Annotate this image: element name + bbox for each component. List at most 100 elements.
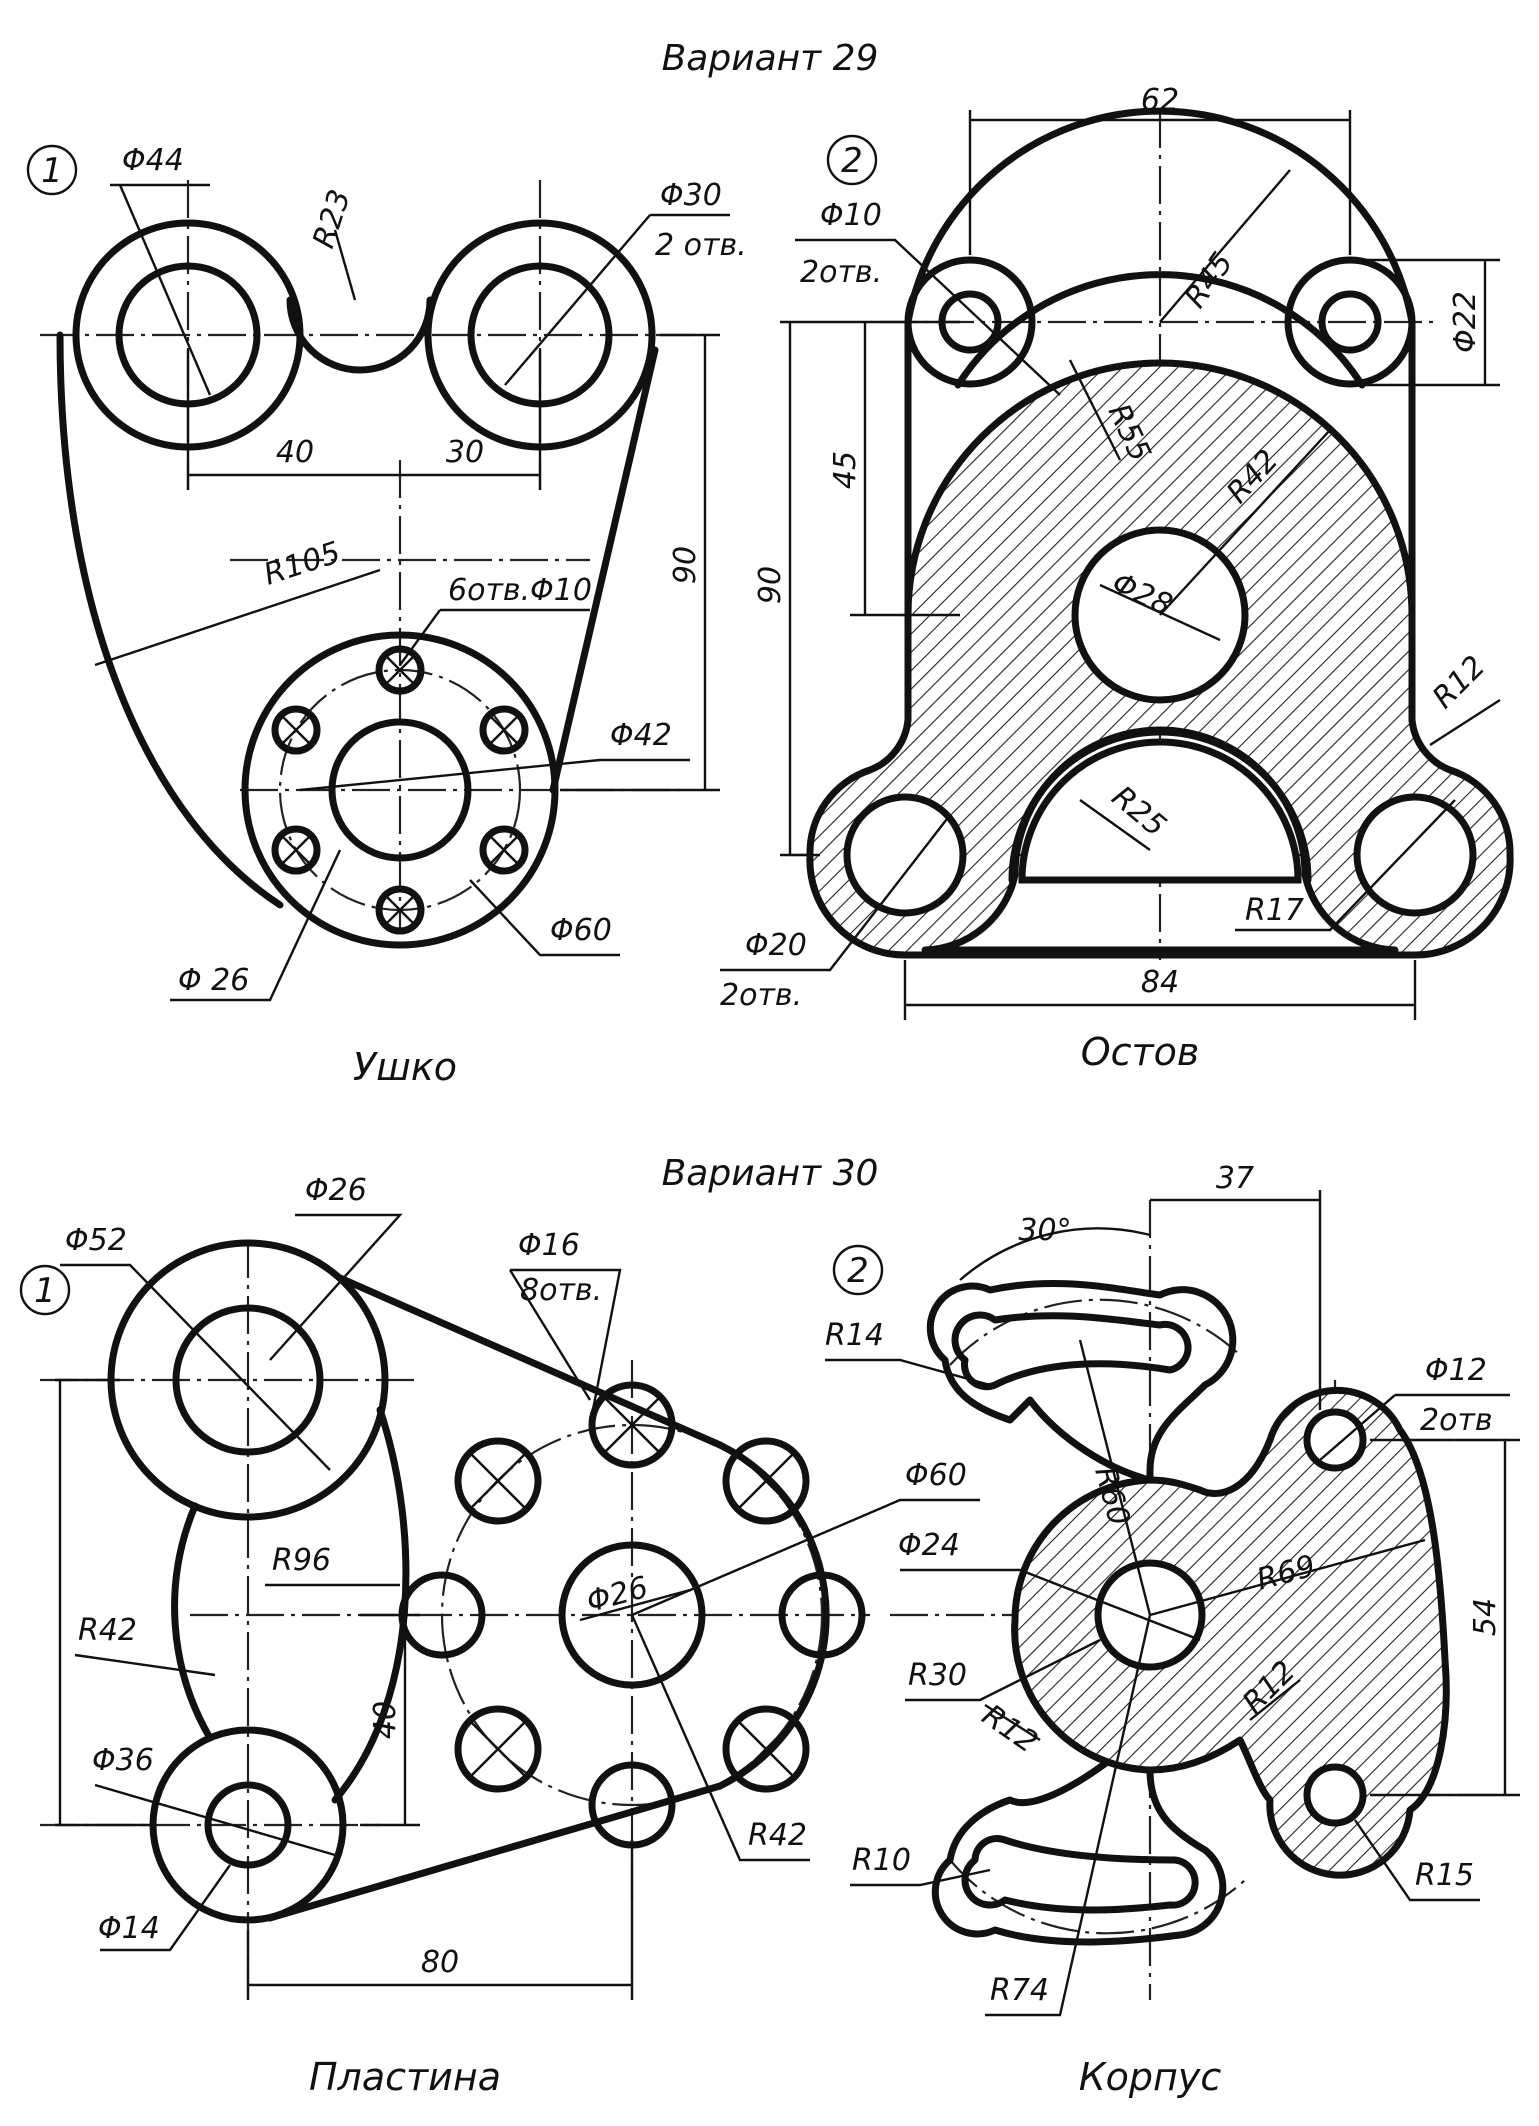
v29-p2-dim-62-lines [968, 110, 1352, 255]
v30-p2-dim-54: 54 [1468, 1598, 1503, 1636]
v29-p1-dim-d42: Φ42 [610, 718, 672, 753]
v30-p1-dim-side-lines [55, 1378, 150, 1827]
v30-p1-top-hole [172, 1304, 324, 1456]
v30-p2-dim-r15-leader [1354, 1819, 1480, 1902]
v30-p1-center-hole [558, 1541, 706, 1689]
v29-p1-dim-30: 30 [446, 435, 484, 470]
v30-p1-number: 1 [34, 1271, 56, 1311]
v30-p2-dim-r14: R14 [825, 1318, 884, 1353]
v29-p1-dim-d26: Φ 26 [178, 963, 249, 998]
v30-p2-dim-r10-leader [850, 1868, 991, 1887]
v29-p2-dim-90: 90 [753, 566, 788, 604]
v29-p1-dim-90-lines [560, 333, 720, 792]
v29-p2-dim-d22-lines [1360, 258, 1500, 387]
v30-p1-bottom-hole [204, 1781, 292, 1869]
v30-p1-dim-d16-leader [508, 1268, 622, 1426]
v29-p2-dim-r25-leader [1079, 799, 1151, 851]
v29-p2-dim-d20: Φ20 [745, 928, 807, 963]
v29-p2-caption: Остов [1081, 1030, 1200, 1074]
v29-p1-number: 1 [41, 151, 63, 191]
v29-p1-number-circle [26, 144, 78, 196]
v30-p1-dim-r42b-leader [630, 1614, 810, 1862]
v30-p1-dim-d36: Φ36 [92, 1743, 154, 1778]
v30-p1-number-circle [19, 1264, 71, 1316]
v29-part2-ostov: 2 62 Φ10 2отв. R45 Φ22 R55 [720, 83, 1514, 1074]
v30-p1-holes-8 [398, 1381, 866, 1849]
v30-p1-caption: Пластина [309, 2055, 501, 2099]
v29-p1-dim-d26-leader [170, 849, 342, 1002]
v30-p1-dim-40-lines [360, 1613, 420, 1827]
v30-p2-dim-r10: R10 [852, 1843, 911, 1878]
v30-p1-dim-d36-leader [94, 1783, 336, 1857]
v29-p2-dim-d28-leader [1099, 583, 1221, 642]
v29-p2-number-circle [826, 134, 878, 186]
v30-p1-dim-d26b-leader [579, 1588, 691, 1622]
v30-p2-bottom-slot [961, 1835, 1199, 1914]
v29-p1-flange [241, 631, 559, 949]
v29-p2-dim-62: 62 [1141, 83, 1179, 118]
v30-part1-plastina: 1 Φ52 Φ26 [19, 1173, 980, 2099]
v30-p1-r42-arc [171, 1502, 214, 1742]
v29-p1-dim-d30-leader [504, 213, 730, 386]
v30-p1-dim-80-lines [246, 1840, 634, 2000]
v29-p2-dim-90-lines [780, 320, 850, 857]
v30-p1-dim-r42-leader [74, 1653, 216, 1677]
v30-p1-dim-d16: Φ16 [518, 1228, 580, 1263]
v30-p2-dim-d12-leader [1319, 1393, 1510, 1461]
v30-p1-dim-d14: Φ14 [98, 1911, 160, 1946]
v30-p1-dim-d14-leader [100, 1864, 231, 1952]
v30-p1-r96-arc [331, 1406, 410, 1804]
v30-p1-dim-d60: Φ60 [905, 1458, 967, 1493]
v30-p2-dim-r15: R15 [1415, 1858, 1474, 1893]
v29-p2-r45-arc [904, 107, 1416, 326]
v30-p2-hole-bottom [1303, 1763, 1367, 1827]
v29-p2-dim-d10-holes: 2отв. [800, 255, 882, 290]
variant-29-title: Вариант 29 [662, 38, 879, 79]
v29-p2-dim-r12: R12 [1426, 649, 1492, 715]
v29-p1-dim-r23-leader [333, 229, 357, 301]
v29-p1-tangent-line [549, 346, 659, 794]
v30-p2-bottom-lug [931, 1756, 1227, 1946]
v30-p1-dim-d52: Φ52 [65, 1223, 127, 1258]
v29-part1-ushko: 1 Φ44 R23 Φ30 2 отв [26, 143, 747, 1089]
v29-p2-dim-r45: R45 [1178, 246, 1241, 314]
v30-p2-dim-30deg: 30° [1018, 1213, 1071, 1248]
v29-p1-dim-r105-leader [94, 568, 381, 667]
v30-p1-bottom-tangent [266, 1782, 724, 1922]
v30-p1-dim-40: 40 [368, 1701, 403, 1739]
v30-p2-dim-37-lines [1150, 1190, 1322, 1410]
v29-p1-dim-6holes: 6отв.Φ10 [448, 573, 592, 608]
v30-p1-r42-end-arc [716, 1441, 830, 1790]
v30-p2-dim-r74: R74 [990, 1973, 1049, 2008]
v30-p2-number-circle [832, 1244, 884, 1296]
v30-p2-top-lug [926, 1280, 1237, 1484]
v29-p2-dim-45-lines [850, 320, 960, 617]
v29-p2-dim-d10-leader [795, 238, 1061, 396]
v30-p2-dim-r69-leader [1149, 1538, 1426, 1617]
v30-p1-dim-r96: R96 [272, 1543, 331, 1578]
v30-p2-dim-r30: R30 [908, 1658, 967, 1693]
v30-p2-caption: Корпус [1079, 2055, 1222, 2099]
v29-p2-dim-45: 45 [828, 451, 863, 489]
v29-p1-r105-arc [56, 331, 284, 909]
v30-p1-dim-d26-leader [269, 1213, 403, 1361]
v30-p2-dim-30deg-arc [959, 1227, 1151, 1281]
v30-p2-dim-37: 37 [1216, 1161, 1254, 1196]
v30-p2-slot-arc-top [949, 1298, 1241, 1366]
v29-p2-r25-arc [1008, 728, 1312, 884]
v30-p1-dim-r42b: R42 [748, 1818, 807, 1853]
v30-p2-number: 2 [847, 1251, 869, 1291]
v29-p1-caption: Ушко [353, 1045, 457, 1089]
v29-p2-number: 2 [841, 141, 863, 181]
v30-p2-dim-r12-leader [984, 1703, 1041, 1742]
v30-p2-hatched-body [1011, 1386, 1450, 1879]
v30-p2-dim-54-lines [1370, 1438, 1520, 1797]
v30-p1-dim-holes8: 8отв. [520, 1273, 602, 1308]
v29-p2-dim-d22: Φ22 [1448, 291, 1483, 353]
v30-p1-dim-r42: R42 [78, 1613, 137, 1648]
v30-p2-dim-d24-leader [900, 1568, 1201, 1642]
v29-p1-dim-6holes-leader [399, 608, 590, 666]
v29-p2-r55-arc [954, 271, 1366, 389]
v29-p1-dim-d30-holes: 2 отв. [655, 228, 747, 263]
v29-p1-dim-d42-leader [299, 758, 690, 792]
